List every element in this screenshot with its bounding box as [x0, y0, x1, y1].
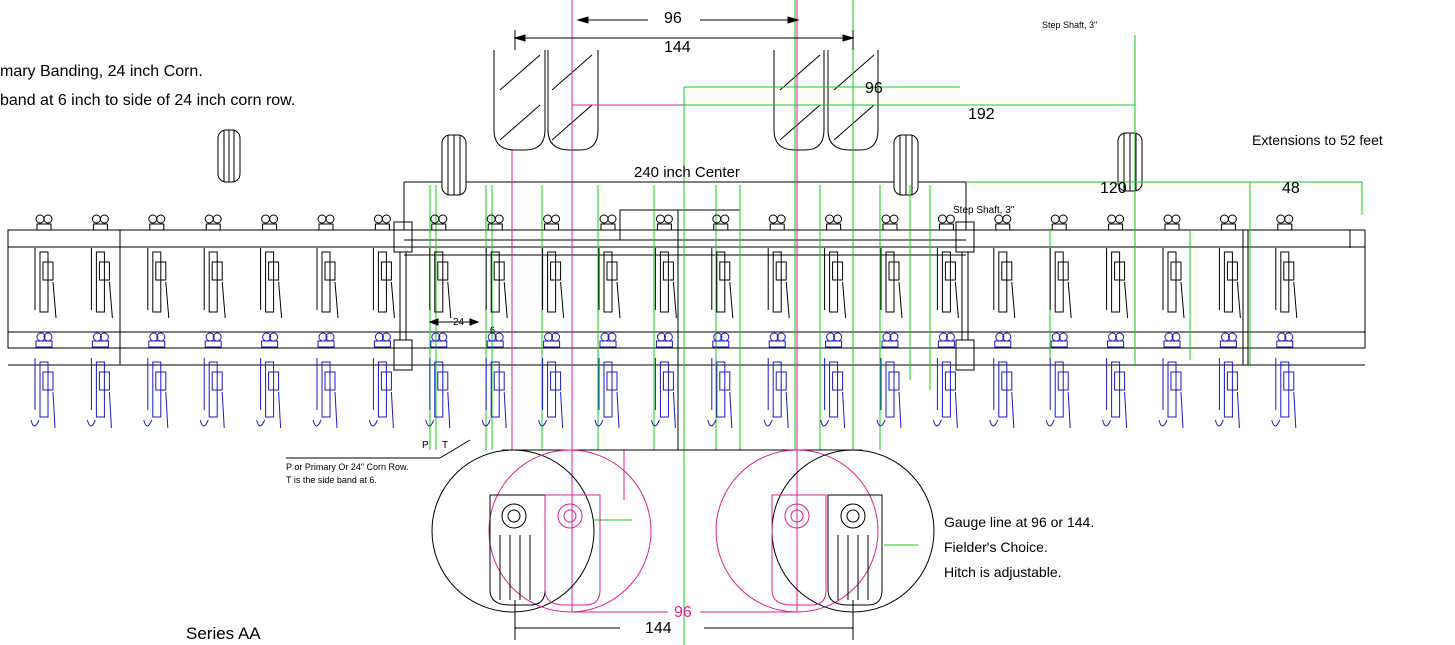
gauge-note-line-1: Gauge line at 96 or 144. — [944, 514, 1095, 530]
front-row-unit — [598, 214, 621, 319]
front-row-unit — [1049, 214, 1072, 319]
dim-top-96: 96 — [664, 10, 682, 27]
front-row-unit — [542, 214, 565, 319]
front-row-unit — [316, 214, 339, 319]
front-row-unit — [1275, 214, 1298, 319]
dimension-arrows — [428, 16, 855, 326]
front-row-unit — [880, 214, 903, 319]
front-row-units — [34, 214, 1298, 319]
dim-48: 48 — [1282, 180, 1300, 197]
dim-120: 120 — [1100, 180, 1127, 197]
green-dimension-lines — [429, 0, 1363, 645]
front-row-unit — [34, 214, 57, 319]
upper-wheel-1 — [217, 129, 241, 183]
rear-row-unit — [820, 332, 846, 429]
rear-row-unit — [707, 332, 733, 429]
rear-row-unit — [1102, 332, 1128, 429]
rear-row-unit — [368, 332, 394, 429]
rear-row-unit — [763, 332, 789, 429]
top-tire-left-pair — [493, 50, 599, 151]
pt-note-line-1: P or Primary Or 24" Corn Row. — [286, 462, 409, 472]
dim-top-144: 144 — [664, 39, 691, 56]
dim-bottom-96: 96 — [674, 604, 692, 621]
rear-row-unit — [256, 332, 282, 429]
rear-row-unit — [1214, 332, 1240, 429]
rear-row-unit — [30, 332, 56, 429]
black-dimension-lines — [286, 19, 862, 640]
upper-wheel-3 — [893, 134, 919, 196]
rear-row-unit — [989, 332, 1015, 429]
rear-row-unit — [143, 332, 169, 429]
front-row-unit — [90, 214, 113, 319]
dim-240-center: 240 inch Center — [634, 164, 740, 181]
gauge-note-line-3: Hitch is adjustable. — [944, 564, 1062, 580]
rear-row-unit — [312, 332, 338, 429]
front-row-unit — [1218, 214, 1241, 319]
dim-6: 6 — [490, 325, 496, 335]
rear-row-unit — [594, 332, 620, 429]
front-row-unit — [429, 214, 452, 319]
rear-tires — [489, 494, 883, 606]
step-shaft-top-label: Step Shaft, 3" — [1042, 20, 1098, 30]
front-row-unit — [711, 214, 734, 319]
upper-wheel-2 — [441, 134, 467, 196]
front-row-unit — [936, 214, 959, 319]
top-tire-right-pair — [773, 50, 879, 151]
rear-row-unit — [932, 332, 958, 429]
rear-row-unit — [1271, 332, 1297, 429]
upper-wheel-4 — [1117, 132, 1143, 192]
front-row-unit — [372, 214, 395, 319]
extensions-note: Extensions to 52 feet — [1252, 132, 1383, 148]
p-label: P — [422, 440, 429, 451]
rear-row-unit — [650, 332, 676, 429]
rear-row-unit — [538, 332, 564, 429]
title-line-1: mary Banding, 24 inch Corn. — [0, 63, 203, 80]
front-row-unit — [993, 214, 1016, 319]
step-shaft-left — [393, 221, 413, 371]
rear-row-unit — [481, 332, 507, 429]
rear-row-unit — [876, 332, 902, 429]
series-label: Series AA — [186, 624, 261, 643]
step-shaft-mid-label: Step Shaft, 3" — [953, 205, 1015, 216]
rear-row-unit — [86, 332, 112, 429]
front-row-unit — [1162, 214, 1185, 319]
rear-row-unit — [199, 332, 225, 429]
rear-row-unit — [1158, 332, 1184, 429]
rear-row-units — [30, 332, 1297, 429]
pt-note-line-2: T is the side band at 6. — [286, 475, 377, 485]
front-row-unit — [203, 214, 226, 319]
gauge-note-line-2: Fielder's Choice. — [944, 539, 1048, 555]
gauge-circles — [431, 449, 935, 613]
title-line-2: band at 6 inch to side of 24 inch corn r… — [0, 92, 296, 109]
rear-row-unit — [1045, 332, 1071, 429]
dim-192: 192 — [968, 106, 995, 123]
front-row-unit — [824, 214, 847, 319]
front-row-unit — [260, 214, 283, 319]
front-row-unit — [485, 214, 508, 319]
front-row-unit — [1106, 214, 1129, 319]
step-shaft-right — [955, 221, 975, 371]
dim-24: 24 — [453, 317, 465, 328]
toolbar-frame — [7, 229, 1366, 366]
rear-row-unit — [425, 332, 451, 429]
dim-mid-96: 96 — [865, 80, 883, 97]
front-row-unit — [767, 214, 790, 319]
t-label: T — [442, 440, 449, 451]
front-row-unit — [654, 214, 677, 319]
dim-bottom-144: 144 — [645, 620, 672, 637]
front-row-unit — [147, 214, 170, 319]
